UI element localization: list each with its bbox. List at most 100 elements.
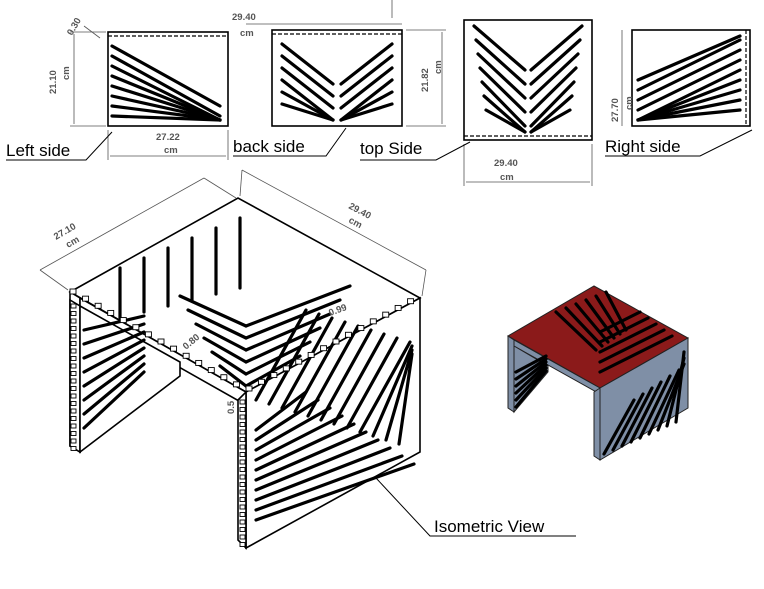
left-slot-line [110, 114, 222, 122]
finger-joint-tooth [70, 333, 77, 339]
finger-joint-tooth [394, 304, 402, 311]
finger-joint-tooth [70, 423, 77, 429]
finger-joint-tooth [295, 358, 303, 365]
render-side-slot [611, 392, 645, 452]
iso-side-slot [254, 422, 356, 472]
render-top-slot [574, 302, 610, 344]
right-slot-line [636, 38, 742, 92]
finger-joint-tooth [70, 303, 77, 309]
finger-joint-tooth [239, 459, 246, 465]
finger-joint-tooth [70, 446, 77, 451]
finger-joint-tooth [144, 331, 152, 338]
right-side-view: 27.70 cm Right side [605, 29, 753, 157]
finger-joint-tooth [239, 527, 246, 532]
right-slot-line [636, 98, 742, 122]
right-slot-line [636, 88, 742, 122]
iso-side-slot [397, 352, 414, 446]
render-side-slot [514, 360, 548, 388]
finger-joint-tooth [70, 341, 77, 346]
finger-joint-tooth [239, 504, 246, 510]
top-slot-line [529, 52, 580, 100]
iso-top-slot [194, 322, 248, 352]
finger-joint-tooth [195, 359, 203, 366]
iso-side-slot [293, 320, 347, 414]
back-slot-line [339, 102, 394, 122]
finger-joint-tooth [182, 352, 190, 359]
top-slot-line [529, 94, 574, 134]
left-slot-line [110, 44, 222, 108]
left-side-label: Left side [6, 141, 70, 160]
render-side-slot [674, 350, 686, 424]
finger-joint-tooth [282, 365, 290, 372]
iso-side-slot [371, 344, 414, 438]
iso-left-slot [82, 338, 146, 374]
finger-joint-tooth [70, 401, 77, 406]
render-side-slot [620, 386, 654, 448]
finger-joint-tooth [70, 363, 77, 369]
left-height-unit: cm [61, 66, 72, 80]
finger-joint-tooth [157, 338, 165, 345]
finger-joint-tooth [70, 416, 77, 421]
finger-joint-tooth [382, 311, 390, 318]
rendered-model [506, 285, 690, 461]
finger-joint-tooth [239, 482, 246, 487]
render-top-slot [604, 290, 628, 332]
top-slot-line [478, 66, 527, 114]
finger-joint-tooth [239, 519, 246, 525]
iso-top-slot [244, 284, 352, 328]
back-slot-line [280, 90, 335, 122]
finger-joint-tooth [239, 437, 246, 442]
back-slot-line [339, 90, 394, 122]
left-slot-line [110, 94, 222, 122]
render-top-slot [584, 298, 616, 340]
back-slot-line [280, 78, 335, 122]
iso-top-slot [210, 350, 248, 376]
back-slot-line [339, 42, 394, 86]
finger-joint-tooth [107, 309, 115, 316]
render-top-slot [598, 316, 650, 344]
finger-joint-tooth [239, 512, 246, 517]
back-width-unit: cm [240, 28, 254, 39]
finger-joint-tooth [70, 408, 77, 414]
finger-joint-tooth [239, 399, 246, 405]
iso-side-slot [384, 348, 414, 442]
finger-joint-tooth [407, 298, 415, 305]
right-height-dim: 27.70 [610, 98, 621, 122]
finger-joint-tooth [119, 317, 127, 324]
render-side-slot [638, 374, 672, 440]
finger-joint-tooth [70, 378, 77, 384]
back-height-unit: cm [433, 60, 444, 74]
iso-left-slot [82, 370, 146, 430]
iso-side-slot [280, 316, 334, 410]
iso-side-slot [254, 390, 308, 432]
right-slot-line [636, 34, 742, 82]
iso-top-slot [218, 364, 248, 388]
finger-joint-tooth [70, 318, 77, 324]
finger-joint-tooth [332, 338, 340, 345]
render-side-slot [647, 368, 681, 436]
top-slot-line [484, 108, 527, 134]
right-slot-line [636, 58, 742, 112]
render-side-slot [602, 398, 636, 456]
finger-joint-tooth [239, 534, 246, 540]
iso-side-slot [332, 332, 386, 426]
top-side-label: top Side [360, 139, 422, 158]
finger-joint-tooth [239, 467, 246, 472]
left-side-view: 21.10 cm 0.30 27.22 cm Left side [6, 16, 229, 161]
iso-side-slot [254, 454, 404, 512]
finger-joint-tooth [232, 381, 240, 388]
finger-joint-tooth [70, 386, 77, 391]
finger-joint-tooth [239, 429, 246, 435]
iso-top-slot [244, 298, 342, 340]
finger-joint-tooth [70, 371, 77, 376]
finger-joint-tooth [239, 474, 246, 480]
iso-side-slot [267, 312, 321, 406]
right-slot-line [636, 48, 742, 102]
back-slot-line [280, 42, 335, 86]
top-slot-line [529, 80, 576, 128]
top-side-view: 29.40 cm top Side [360, 19, 593, 186]
top-slot-line [529, 108, 572, 134]
back-slot-line [339, 66, 394, 110]
finger-joint-tooth [70, 431, 77, 436]
iso-side-slot [254, 414, 344, 462]
